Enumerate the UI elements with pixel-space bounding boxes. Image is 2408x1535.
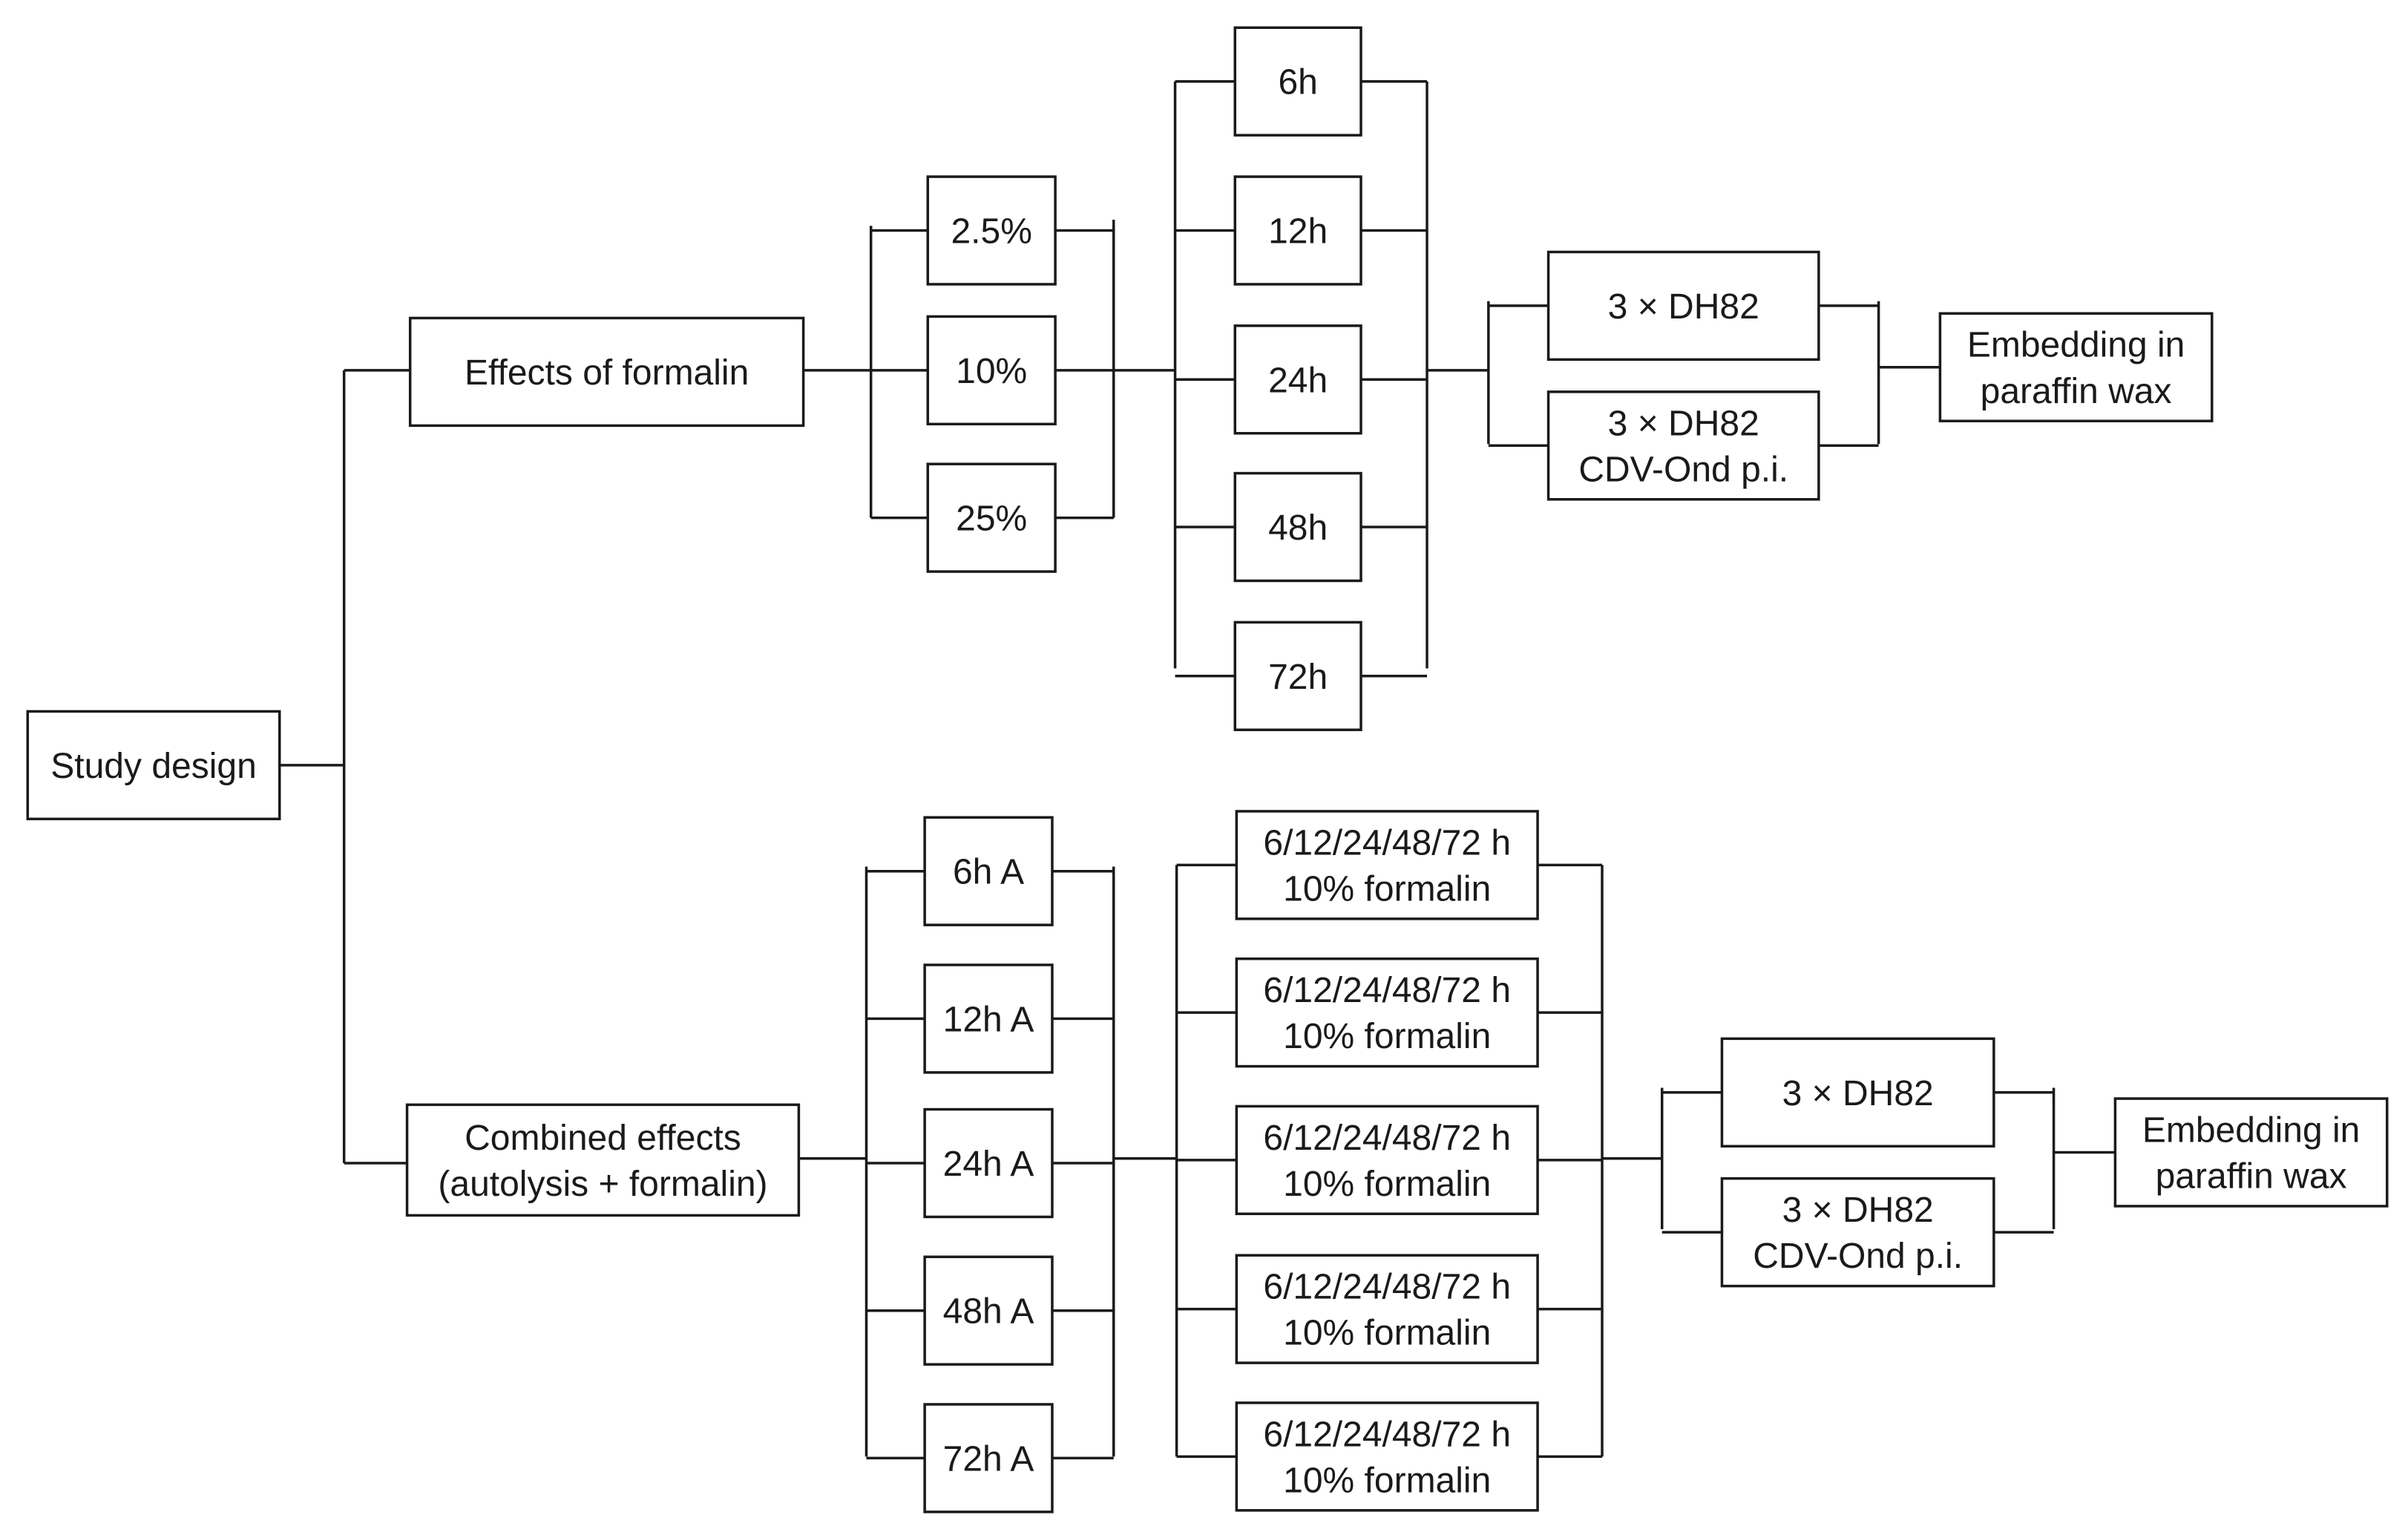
cell-sample-node: 3 × DH82 <box>1546 250 1820 361</box>
embedding-node-border <box>1938 312 2214 422</box>
fixation-duration-node: 48h <box>1233 471 1362 583</box>
combined-effects-node-label: (autolysis + formalin) <box>438 1165 767 1204</box>
concentration-node: 10% <box>926 315 1057 426</box>
embedding-node-label: paraffin wax <box>2156 1157 2347 1197</box>
autolysis-node-label: 12h A <box>943 1000 1034 1039</box>
concentration-node-label: 2.5% <box>951 212 1031 252</box>
autolysis-node-label: 6h A <box>953 853 1024 892</box>
autolysis-node: 24h A <box>923 1107 1054 1219</box>
autolysis-node-label: 72h A <box>943 1439 1034 1479</box>
autolysis-node-border <box>923 1403 1054 1513</box>
formalin-fixation-node-label: 10% formalin <box>1283 1017 1491 1056</box>
autolysis-node: 12h A <box>923 963 1054 1074</box>
embedding-node-label: paraffin wax <box>1981 372 2172 411</box>
embedding-node-label: Embedding in <box>1967 326 2185 365</box>
autolysis-node-border <box>923 963 1054 1074</box>
autolysis-node: 6h A <box>923 816 1054 926</box>
formalin-fixation-node: 6/12/24/48/72 h 10% formalin <box>1235 1104 1539 1216</box>
embedding-node-label: Embedding in <box>2142 1110 2361 1150</box>
formalin-fixation-node: 6/12/24/48/72 h 10% formalin <box>1235 957 1539 1068</box>
embedding-node: Embedding in paraffin wax <box>2113 1097 2389 1208</box>
cell-sample-node-label: 3 × DH82 <box>1608 287 1759 327</box>
formalin-fixation-node: 6/12/24/48/72 h 10% formalin <box>1235 1401 1539 1512</box>
cell-sample-node-border <box>1720 1037 1995 1148</box>
concentration-node-label: 10% <box>956 352 1027 391</box>
cell-sample-node: 3 × DH82 <box>1720 1037 1995 1148</box>
autolysis-node-label: 48h A <box>943 1292 1034 1332</box>
concentration-node: 25% <box>926 462 1057 573</box>
cell-sample-node-label: CDV-Ond p.i. <box>1578 450 1788 489</box>
embedding-node: Embedding in paraffin wax <box>1938 312 2214 422</box>
formalin-fixation-node-label: 10% formalin <box>1283 1314 1491 1353</box>
concentration-node-border <box>926 175 1057 286</box>
fixation-duration-node-border <box>1233 324 1362 435</box>
fixation-duration-node-label: 24h <box>1268 361 1328 400</box>
concentration-node: 2.5% <box>926 175 1057 286</box>
cell-sample-node-border <box>1720 1176 1995 1288</box>
formalin-fixation-node-label: 6/12/24/48/72 h <box>1263 823 1511 863</box>
fixation-duration-node: 6h <box>1233 26 1362 137</box>
fixation-duration-node-label: 12h <box>1268 212 1328 252</box>
formalin-fixation-node-border <box>1235 957 1539 1068</box>
concentration-node-border <box>926 462 1057 573</box>
fixation-duration-node: 72h <box>1233 621 1362 731</box>
formalin-fixation-node-border <box>1235 1254 1539 1364</box>
autolysis-node-border <box>923 1107 1054 1219</box>
fixation-duration-node-border <box>1233 621 1362 731</box>
diagram-nodes: Study design Effects of formalin 2.5% 10% 25… <box>26 26 2389 1513</box>
concentration-node-label: 25% <box>956 500 1027 539</box>
combined-effects-node-border <box>405 1103 801 1217</box>
fixation-duration-node-label: 6h <box>1278 63 1317 102</box>
study-design-node-label: Study design <box>50 747 257 786</box>
formalin-fixation-node-label: 10% formalin <box>1283 1461 1491 1500</box>
fixation-duration-node-label: 48h <box>1268 508 1328 548</box>
concentration-node-border <box>926 315 1057 426</box>
combined-effects-node: Combined effects (autolysis + formalin) <box>405 1103 801 1217</box>
autolysis-node: 48h A <box>923 1255 1054 1366</box>
cell-sample-node-border <box>1546 250 1820 361</box>
effects-of-formalin-node: Effects of formalin <box>408 316 805 428</box>
formalin-fixation-node-label: 6/12/24/48/72 h <box>1263 1415 1511 1454</box>
embedding-node-border <box>2113 1097 2389 1208</box>
formalin-fixation-node-border <box>1235 810 1539 920</box>
formalin-fixation-node-label: 10% formalin <box>1283 1165 1491 1204</box>
effects-of-formalin-node-border <box>408 316 805 428</box>
cell-sample-node-label: CDV-Ond p.i. <box>1753 1237 1963 1276</box>
cell-sample-node-label: 3 × DH82 <box>1782 1074 1934 1113</box>
formalin-fixation-node: 6/12/24/48/72 h 10% formalin <box>1235 810 1539 920</box>
formalin-fixation-node-label: 6/12/24/48/72 h <box>1263 971 1511 1010</box>
cell-sample-node-border <box>1546 390 1820 501</box>
fixation-duration-node: 24h <box>1233 324 1362 435</box>
autolysis-node-label: 24h A <box>943 1145 1034 1184</box>
combined-effects-node-label: Combined effects <box>465 1119 741 1158</box>
formalin-fixation-node-label: 10% formalin <box>1283 869 1491 909</box>
fixation-duration-node-border <box>1233 175 1362 286</box>
formalin-fixation-node: 6/12/24/48/72 h 10% formalin <box>1235 1254 1539 1364</box>
fixation-duration-node-border <box>1233 26 1362 137</box>
effects-of-formalin-node-label: Effects of formalin <box>465 353 749 393</box>
formalin-fixation-node-border <box>1235 1401 1539 1512</box>
formalin-fixation-node-label: 6/12/24/48/72 h <box>1263 1268 1511 1307</box>
cell-sample-node-label: 3 × DH82 <box>1782 1191 1934 1230</box>
study-design-node: Study design <box>26 710 281 821</box>
connector-lines <box>279 79 2116 1460</box>
fixation-duration-node-border <box>1233 471 1362 583</box>
fixation-duration-node: 12h <box>1233 175 1362 286</box>
cell-sample-node-label: 3 × DH82 <box>1608 404 1759 443</box>
autolysis-node: 72h A <box>923 1403 1054 1513</box>
formalin-fixation-node-label: 6/12/24/48/72 h <box>1263 1119 1511 1158</box>
autolysis-node-border <box>923 1255 1054 1366</box>
formalin-fixation-node-border <box>1235 1104 1539 1216</box>
autolysis-node-border <box>923 816 1054 926</box>
study-design-node-border <box>26 710 281 821</box>
fixation-duration-node-label: 72h <box>1268 658 1328 697</box>
